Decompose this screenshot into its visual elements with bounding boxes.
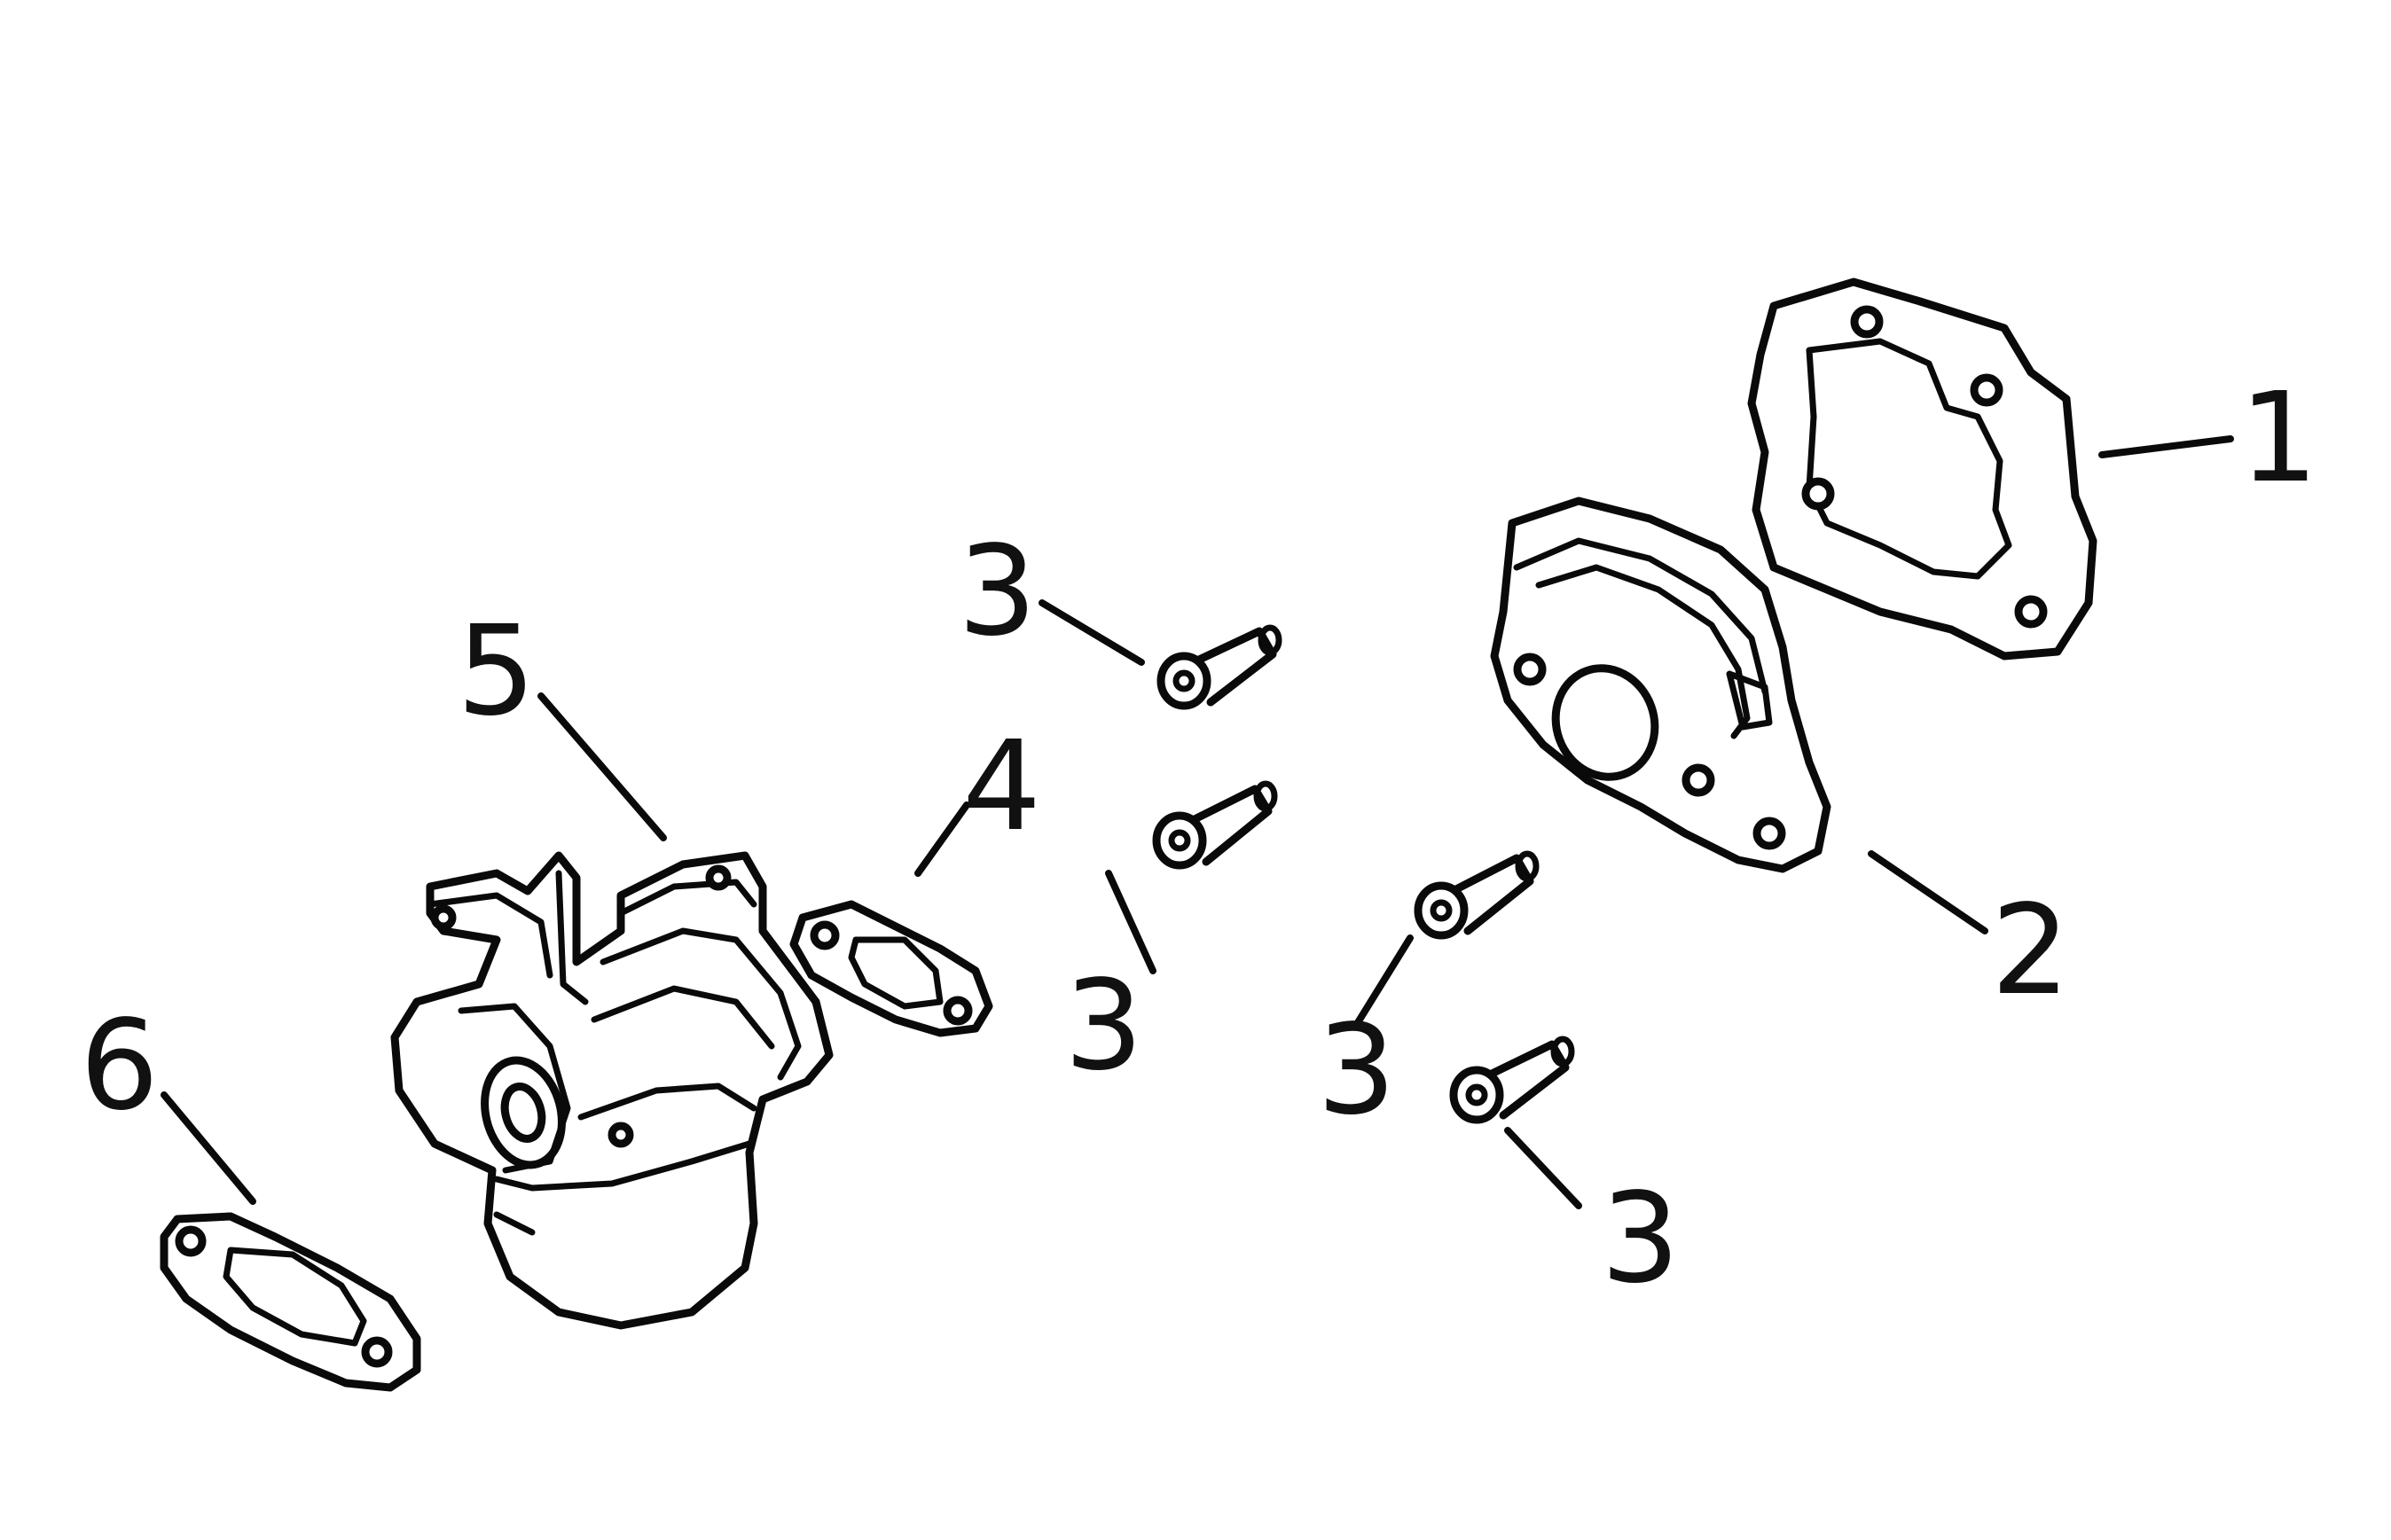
leader-2: [1868, 850, 1988, 934]
leader-3a: [1039, 599, 1145, 666]
leader-3b: [1105, 870, 1156, 974]
leader-3d: [1504, 1127, 1582, 1209]
leader-lines: [161, 435, 2234, 1209]
part-3-bolt-a: [1156, 624, 1282, 710]
callout-labels: 1 2 3 3 3 3 4 5 6: [80, 366, 2318, 1311]
callout-3d: 3: [1601, 1167, 1680, 1311]
part-3-bolt-d: [1449, 1036, 1575, 1124]
part-4-gasket: [789, 900, 993, 1037]
leader-5: [537, 692, 667, 841]
callout-5: 5: [457, 599, 536, 744]
callout-1: 1: [2239, 366, 2318, 511]
part-3-bolt-b: [1152, 780, 1278, 870]
part-6-gasket: [160, 1212, 421, 1392]
leader-3c: [1353, 934, 1414, 1028]
part-3-bolt-c: [1414, 850, 1540, 940]
part-5-carburetor: [390, 851, 834, 1330]
part-2-spacer: [1490, 496, 1831, 873]
part-1-gasket: [1747, 278, 2097, 661]
callout-3b: 3: [1064, 954, 1143, 1098]
callout-3a: 3: [958, 520, 1037, 664]
callout-4: 4: [962, 715, 1041, 859]
leader-4: [914, 801, 970, 877]
leader-6: [161, 1091, 256, 1205]
leader-1: [2098, 435, 2234, 458]
callout-2: 2: [1991, 879, 2070, 1023]
callout-3c: 3: [1317, 998, 1396, 1143]
callout-6: 6: [80, 994, 159, 1138]
